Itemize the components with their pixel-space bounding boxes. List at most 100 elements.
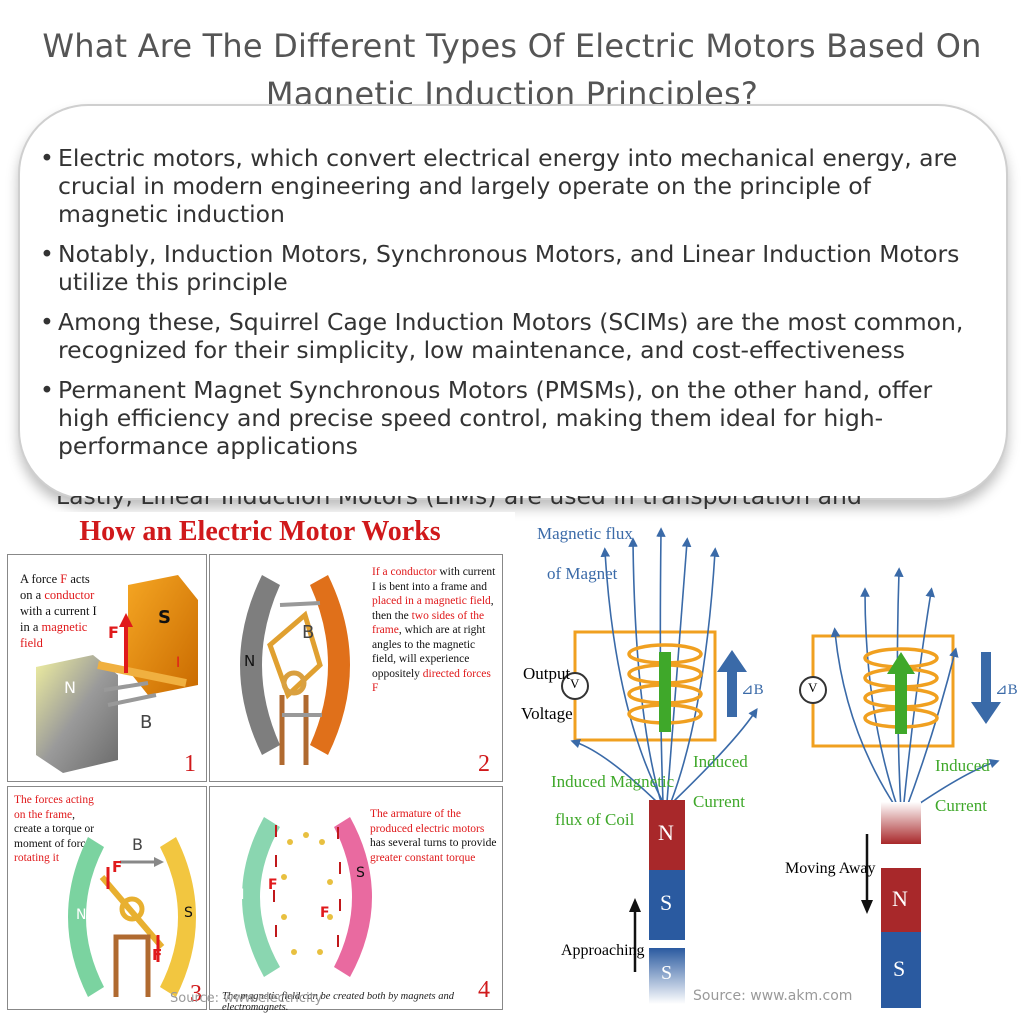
commutator [281, 670, 307, 696]
pole-s-label: S [661, 962, 673, 984]
panel-2-illustration [240, 575, 350, 765]
voltmeter [561, 672, 589, 700]
label-n: N [244, 652, 256, 670]
text-part: greater constant torque [370, 851, 476, 864]
panel-1-illustration [36, 575, 198, 773]
label-i: I [176, 655, 181, 671]
delta-b-up-arrow [717, 650, 747, 717]
panel-4-illustration [242, 817, 372, 977]
text-part: acts on a [20, 572, 90, 602]
right-source: Source: www.akm.com [693, 988, 853, 1004]
moving-away-label: Moving Away [785, 860, 876, 877]
label-b: B [140, 712, 153, 733]
magnet-n-arc [68, 837, 104, 997]
induction-figure: Magnetic flux of Magnet Output Voltage V… [515, 512, 1024, 1017]
text-part: has several turns to provide [370, 837, 497, 849]
magnet-n [881, 868, 921, 932]
induced-flux-arrow-head [887, 652, 915, 674]
panel-number: 2 [478, 751, 490, 777]
force-arrows [273, 825, 341, 947]
voltage-label: Voltage [521, 704, 573, 723]
magnet-s-arc [160, 837, 196, 997]
induction-illustration [561, 527, 1001, 1008]
text-part: conductor [44, 588, 95, 602]
panel-2-text: If a conductor with current I is bent in… [372, 565, 496, 696]
label-s: S [184, 905, 193, 921]
panel-number: 3 [190, 981, 202, 1007]
of-magnet-label: of Magnet [547, 564, 618, 583]
label-f: F [152, 946, 163, 964]
brush [113, 934, 151, 997]
text-part: F [60, 572, 68, 586]
bullet-text: Among these, Squirrel Cage Induction Mot… [58, 308, 964, 364]
approaching-label: Approaching [561, 942, 645, 959]
bullet-dot: • [40, 240, 54, 268]
magnet-n-arc [240, 575, 280, 755]
bullet-item: •Notably, Induction Motors, Synchronous … [20, 240, 980, 296]
text-part: The forces acting on the frame [14, 794, 94, 821]
bullet-item: •Electric motors, which convert electric… [20, 144, 980, 228]
label-n: N [64, 678, 76, 697]
pole-s-label: S [660, 890, 673, 915]
magnet-n-ghost [881, 802, 921, 844]
panel-1-text: A force F acts on a conductor with a cur… [20, 571, 100, 651]
motor-figure-title: How an Electric Motor Works [79, 516, 441, 547]
panel-4: N F F S The armature of the produced ele… [209, 786, 503, 1013]
pole-n-label: N [892, 886, 908, 911]
bullet-item: •Permanent Magnet Synchronous Motors (PM… [20, 376, 980, 460]
label-f: F [112, 858, 123, 876]
text-part: If a conductor [372, 566, 437, 578]
bullet-text: Permanent Magnet Synchronous Motors (PMS… [58, 376, 933, 460]
induced-flux-arrow [895, 672, 907, 734]
panel-4-caption: The magnetic field can be created both b… [222, 991, 455, 1013]
magnet-s [881, 932, 921, 1008]
pole-n-label: N [658, 820, 674, 845]
text-part: with current I is bent into a frame and [372, 566, 496, 593]
bullet-dot: • [40, 144, 54, 172]
magnet-s [649, 870, 685, 940]
left-source: Source: www.electricity [170, 991, 323, 1006]
text-part: magnetic field [20, 620, 88, 650]
voltmeter-symbol: V [570, 676, 580, 691]
panel-4-text: The armature of the produced electric mo… [370, 807, 498, 865]
panel-3: The forces acting on the frame, create a… [7, 786, 207, 1010]
label-n: N [76, 907, 87, 923]
force-arrow-head [119, 613, 133, 627]
delta-b-label: ⊿B [995, 682, 1018, 698]
panel-3-text: The forces acting on the frame, create a… [14, 793, 104, 866]
current-label: Current [935, 796, 987, 815]
panel-number: 1 [184, 751, 196, 777]
current-label: Current [693, 792, 745, 811]
text-part: , which are at right angles to the magne… [372, 624, 486, 680]
induced-magnetic-label: Induced Magnetic [551, 772, 675, 791]
magnet-s-arc [310, 575, 350, 755]
label-f: F [268, 877, 278, 893]
page-title: What Are The Different Types Of Electric… [0, 22, 1024, 118]
panel-2: N B If a conductor with current I is ben… [209, 554, 503, 782]
conductor-rod [97, 661, 187, 687]
magnet-n [649, 800, 685, 870]
induced-flux-arrow [659, 652, 671, 732]
delta-b-down-arrow [971, 652, 1001, 724]
panel-3-illustration [68, 837, 196, 997]
commutator [119, 896, 145, 922]
field-arrow-head [154, 857, 164, 867]
panel-1: A force F acts on a conductor with a cur… [7, 554, 207, 782]
approach-arrow-head [629, 898, 641, 912]
label-f: F [320, 905, 330, 921]
text-part: directed forces F [372, 667, 491, 695]
bullet-text: Electric motors, which convert electrica… [58, 144, 958, 228]
field-arrow [279, 601, 321, 607]
voltmeter [799, 676, 827, 704]
pole-s-label: S [893, 956, 906, 981]
magnet-s-arc [334, 817, 372, 977]
label-n: N [234, 887, 245, 903]
text-part: placed in a magnetic field [372, 595, 491, 607]
flux-of-coil-label: flux of Coil [555, 810, 635, 829]
summary-card: •Electric motors, which convert electric… [18, 104, 1008, 500]
voltmeter-symbol: V [808, 680, 818, 695]
text-part: , create a torque or moment of force, [14, 808, 95, 850]
label-s: S [158, 607, 171, 628]
bullet-text: Notably, Induction Motors, Synchronous M… [58, 240, 960, 296]
magnet-n-block [36, 655, 118, 773]
